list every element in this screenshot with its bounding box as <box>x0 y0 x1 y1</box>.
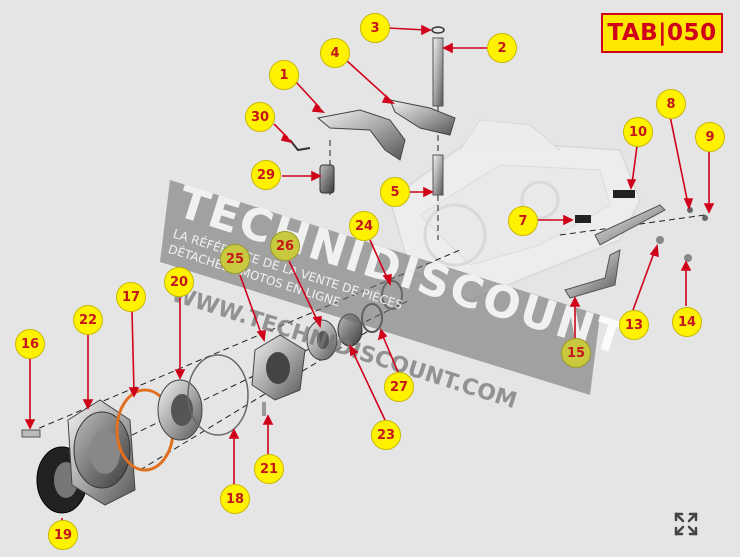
part-29-spring <box>319 164 335 194</box>
callout-23[interactable]: 23 <box>371 420 401 450</box>
part-20-bearing <box>157 379 203 441</box>
part-18-gasket <box>187 354 249 436</box>
callout-15[interactable]: 15 <box>561 338 591 368</box>
part-16-bolt <box>21 429 41 438</box>
part-22-housing <box>67 399 136 506</box>
callout-24[interactable]: 24 <box>349 211 379 241</box>
callout-2[interactable]: 2 <box>487 33 517 63</box>
callout-19[interactable]: 19 <box>48 520 78 550</box>
callout-17[interactable]: 17 <box>116 282 146 312</box>
callout-3[interactable]: 3 <box>360 13 390 43</box>
callout-20[interactable]: 20 <box>164 267 194 297</box>
callout-7[interactable]: 7 <box>508 206 538 236</box>
part-4-lever <box>389 99 456 136</box>
callout-26[interactable]: 26 <box>270 231 300 261</box>
callout-21[interactable]: 21 <box>254 454 284 484</box>
callout-27[interactable]: 27 <box>384 372 414 402</box>
part-2-shaft <box>432 37 444 107</box>
callout-30[interactable]: 30 <box>245 102 275 132</box>
callout-5[interactable]: 5 <box>380 177 410 207</box>
expand-arrows-icon[interactable] <box>672 510 700 538</box>
tab-reference-label: TAB|050 <box>607 20 717 46</box>
parts-8-9-13-14-bolts <box>656 207 708 262</box>
callout-10[interactable]: 10 <box>623 117 653 147</box>
callout-18[interactable]: 18 <box>220 484 250 514</box>
part-3-ring <box>431 26 445 34</box>
callout-8[interactable]: 8 <box>656 89 686 119</box>
part-26-bearing-small <box>306 319 338 361</box>
callout-29[interactable]: 29 <box>251 160 281 190</box>
callout-13[interactable]: 13 <box>619 310 649 340</box>
leader-lines <box>24 24 715 520</box>
part-21-pin <box>262 402 266 416</box>
callout-4[interactable]: 4 <box>320 38 350 68</box>
tab-reference-badge: TAB|050 <box>601 13 723 53</box>
callout-14[interactable]: 14 <box>672 307 702 337</box>
part-7-10-brackets <box>575 190 666 246</box>
callout-25[interactable]: 25 <box>220 244 250 274</box>
part-25-flange <box>251 334 306 401</box>
part-30-clip <box>289 139 311 152</box>
callout-1[interactable]: 1 <box>269 60 299 90</box>
part-5-pin <box>432 154 444 196</box>
part-15-bracket <box>564 249 621 299</box>
callout-22[interactable]: 22 <box>73 305 103 335</box>
part-1-shift-fork <box>316 109 406 161</box>
callout-9[interactable]: 9 <box>695 122 725 152</box>
callout-16[interactable]: 16 <box>15 329 45 359</box>
